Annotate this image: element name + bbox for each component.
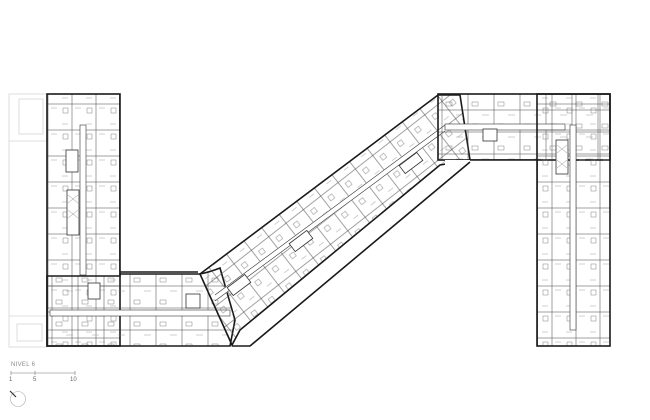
courtyard-right [445,160,537,346]
right-wing [536,93,611,347]
courtyard [120,94,436,272]
scale-bar [10,371,76,375]
level-label: NIVEL 6 [11,362,36,368]
scale-tick-5: 5 [33,377,37,383]
adjacent-building-outline [8,93,48,348]
scale-tick-1: 1 [9,377,13,383]
north-arrow-icon [9,390,26,407]
scale-tick-10: 10 [70,377,77,383]
